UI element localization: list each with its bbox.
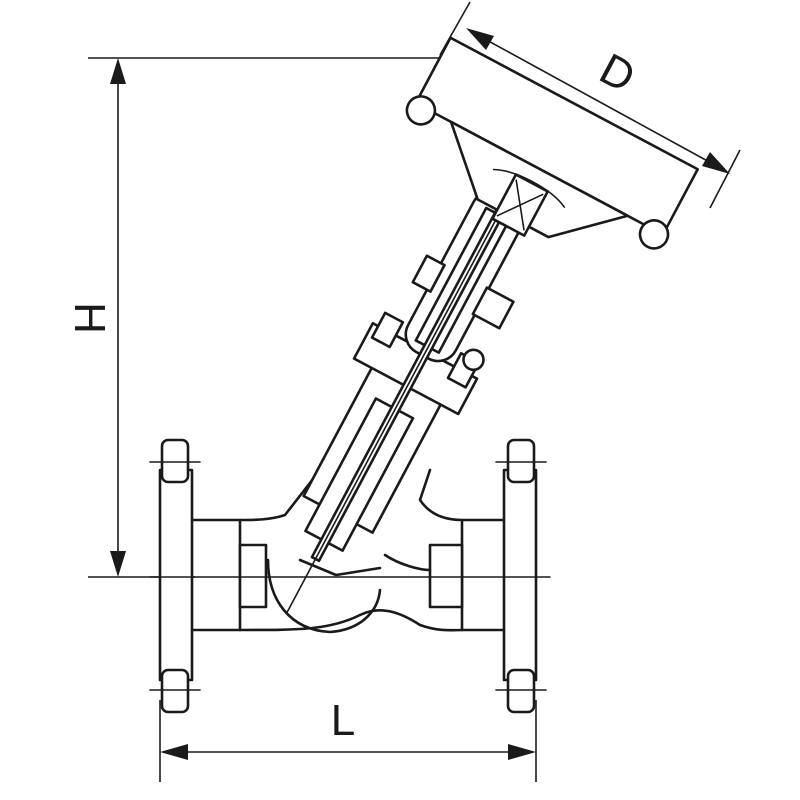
dimension-l: L xyxy=(159,696,537,782)
l-arrow-left xyxy=(160,744,188,760)
handwheel-nut-cross-b xyxy=(496,193,544,217)
rotation-indicator-arc xyxy=(492,168,566,208)
bonnet-bolt-left xyxy=(370,311,405,349)
left-flange-bolt-bottom xyxy=(160,668,190,714)
left-flange-bolt-top xyxy=(160,438,190,484)
l-label: L xyxy=(331,696,355,745)
gland-bolt-right xyxy=(471,286,515,330)
l-arrow-right xyxy=(508,744,536,760)
d-dimension-line xyxy=(471,31,725,171)
h-arrow-top xyxy=(110,58,126,84)
right-flange xyxy=(428,438,547,714)
body-bowl xyxy=(266,558,382,634)
lubricator-fitting xyxy=(462,348,485,372)
body-upper-left-contour xyxy=(238,418,362,522)
right-flange-bolt-top xyxy=(506,438,536,484)
left-flange xyxy=(149,438,268,714)
handwheel-rim-end-left xyxy=(405,95,437,126)
right-flange-neck xyxy=(460,518,506,632)
d-arrow-left xyxy=(466,28,494,50)
body-disc-seat xyxy=(298,558,382,577)
left-flange-plate xyxy=(158,468,194,682)
gland-bolt-left xyxy=(411,254,446,293)
d-arrow-right xyxy=(702,152,730,174)
h-label: H xyxy=(65,302,114,334)
right-flange-bolt-bottom xyxy=(506,668,536,714)
handwheel-hub xyxy=(449,120,629,239)
body-upper-right-contour xyxy=(418,468,464,522)
d-label: D xyxy=(592,44,643,102)
handwheel xyxy=(405,36,699,250)
d-right-extension-line xyxy=(709,149,741,209)
body-outlet-passage xyxy=(383,553,432,572)
valve-body xyxy=(238,418,464,634)
left-flange-neck xyxy=(190,518,242,632)
h-arrow-bottom xyxy=(110,551,126,577)
right-seat-ring xyxy=(428,543,464,609)
bonnet-assembly xyxy=(286,129,544,613)
left-seat-ring xyxy=(238,543,268,609)
body-lower-contour xyxy=(238,608,464,632)
right-flange-plate xyxy=(502,468,538,682)
handwheel-rim-end-right xyxy=(638,219,670,250)
dimension-h: H xyxy=(65,57,440,578)
